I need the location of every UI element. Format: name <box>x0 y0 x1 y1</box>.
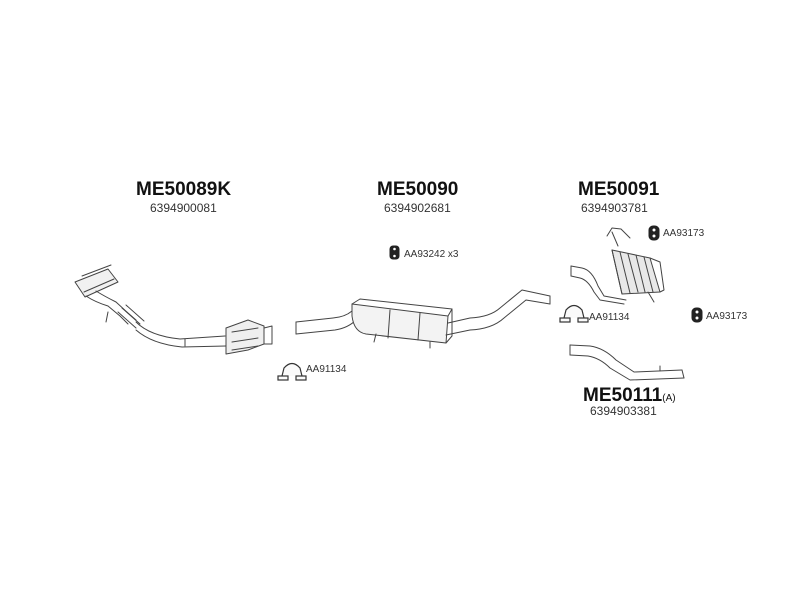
oe-number-label: 6394903781 <box>581 201 648 215</box>
part-code-label: ME50091 <box>578 179 660 200</box>
clamp-part-label: AA91134 <box>306 364 347 375</box>
rubber-mount-icon <box>648 225 660 241</box>
front-pipe-catalyst-part[interactable] <box>74 264 273 355</box>
rear-silencer-part[interactable] <box>570 227 665 305</box>
rubber-part-label: AA93242 x3 <box>404 249 459 260</box>
middle-silencer-part[interactable] <box>295 289 551 349</box>
oe-number-label: 6394902681 <box>384 201 451 215</box>
tail-pipe-part[interactable] <box>569 344 685 381</box>
part-code-label: ME50111(A) <box>583 385 676 407</box>
rubber-part-label: AA93173 <box>663 228 705 239</box>
rubber-mount-icon <box>691 307 703 323</box>
pipe-clamp-icon <box>559 304 589 323</box>
part-code-text: ME50111 <box>583 385 663 406</box>
oe-number-label: 6394903381 <box>590 404 657 418</box>
oe-number-label: 6394900081 <box>150 201 217 215</box>
clamp-part-label: AA91134 <box>589 312 630 323</box>
part-code-suffix: (A) <box>662 393 676 404</box>
rubber-mount-icon <box>389 245 400 260</box>
pipe-clamp-icon <box>277 362 307 381</box>
part-code-label: ME50089K <box>136 179 232 200</box>
part-code-label: ME50090 <box>377 179 459 200</box>
rubber-part-label: AA93173 <box>706 311 748 322</box>
